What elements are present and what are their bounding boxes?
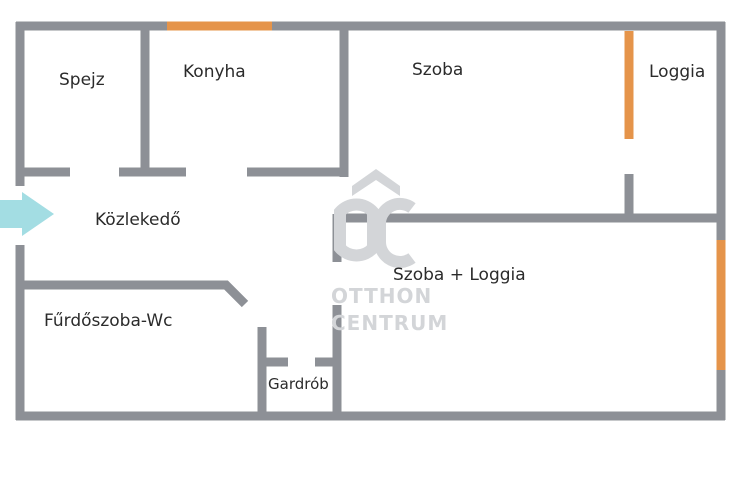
room-label-konyha: Konyha: [183, 62, 246, 82]
logo-roof-icon: [352, 169, 400, 196]
room-label-spejz: Spejz: [59, 70, 105, 90]
room-label-loggia: Loggia: [649, 62, 706, 82]
otthon-centrum-logo: [334, 169, 416, 268]
logo-letter-o: [334, 198, 379, 262]
room-label-furdoszoba: Fűrdőszoba-Wc: [44, 311, 173, 331]
room-label-szoba-loggia: Szoba + Loggia: [393, 265, 526, 285]
watermark-line-otthon: OTTHON: [331, 284, 433, 308]
windows: [167, 21, 726, 370]
arrow-right-icon: [0, 192, 54, 236]
wall-furdo-top: [20, 280, 249, 308]
room-label-kozlekedo: Közlekedő: [95, 210, 181, 230]
room-label-szoba: Szoba: [412, 60, 464, 80]
watermark-line-centrum: CENTRUM: [331, 311, 449, 335]
room-label-gardrob: Gardrób: [268, 375, 329, 393]
logo-letter-c: [374, 197, 416, 268]
